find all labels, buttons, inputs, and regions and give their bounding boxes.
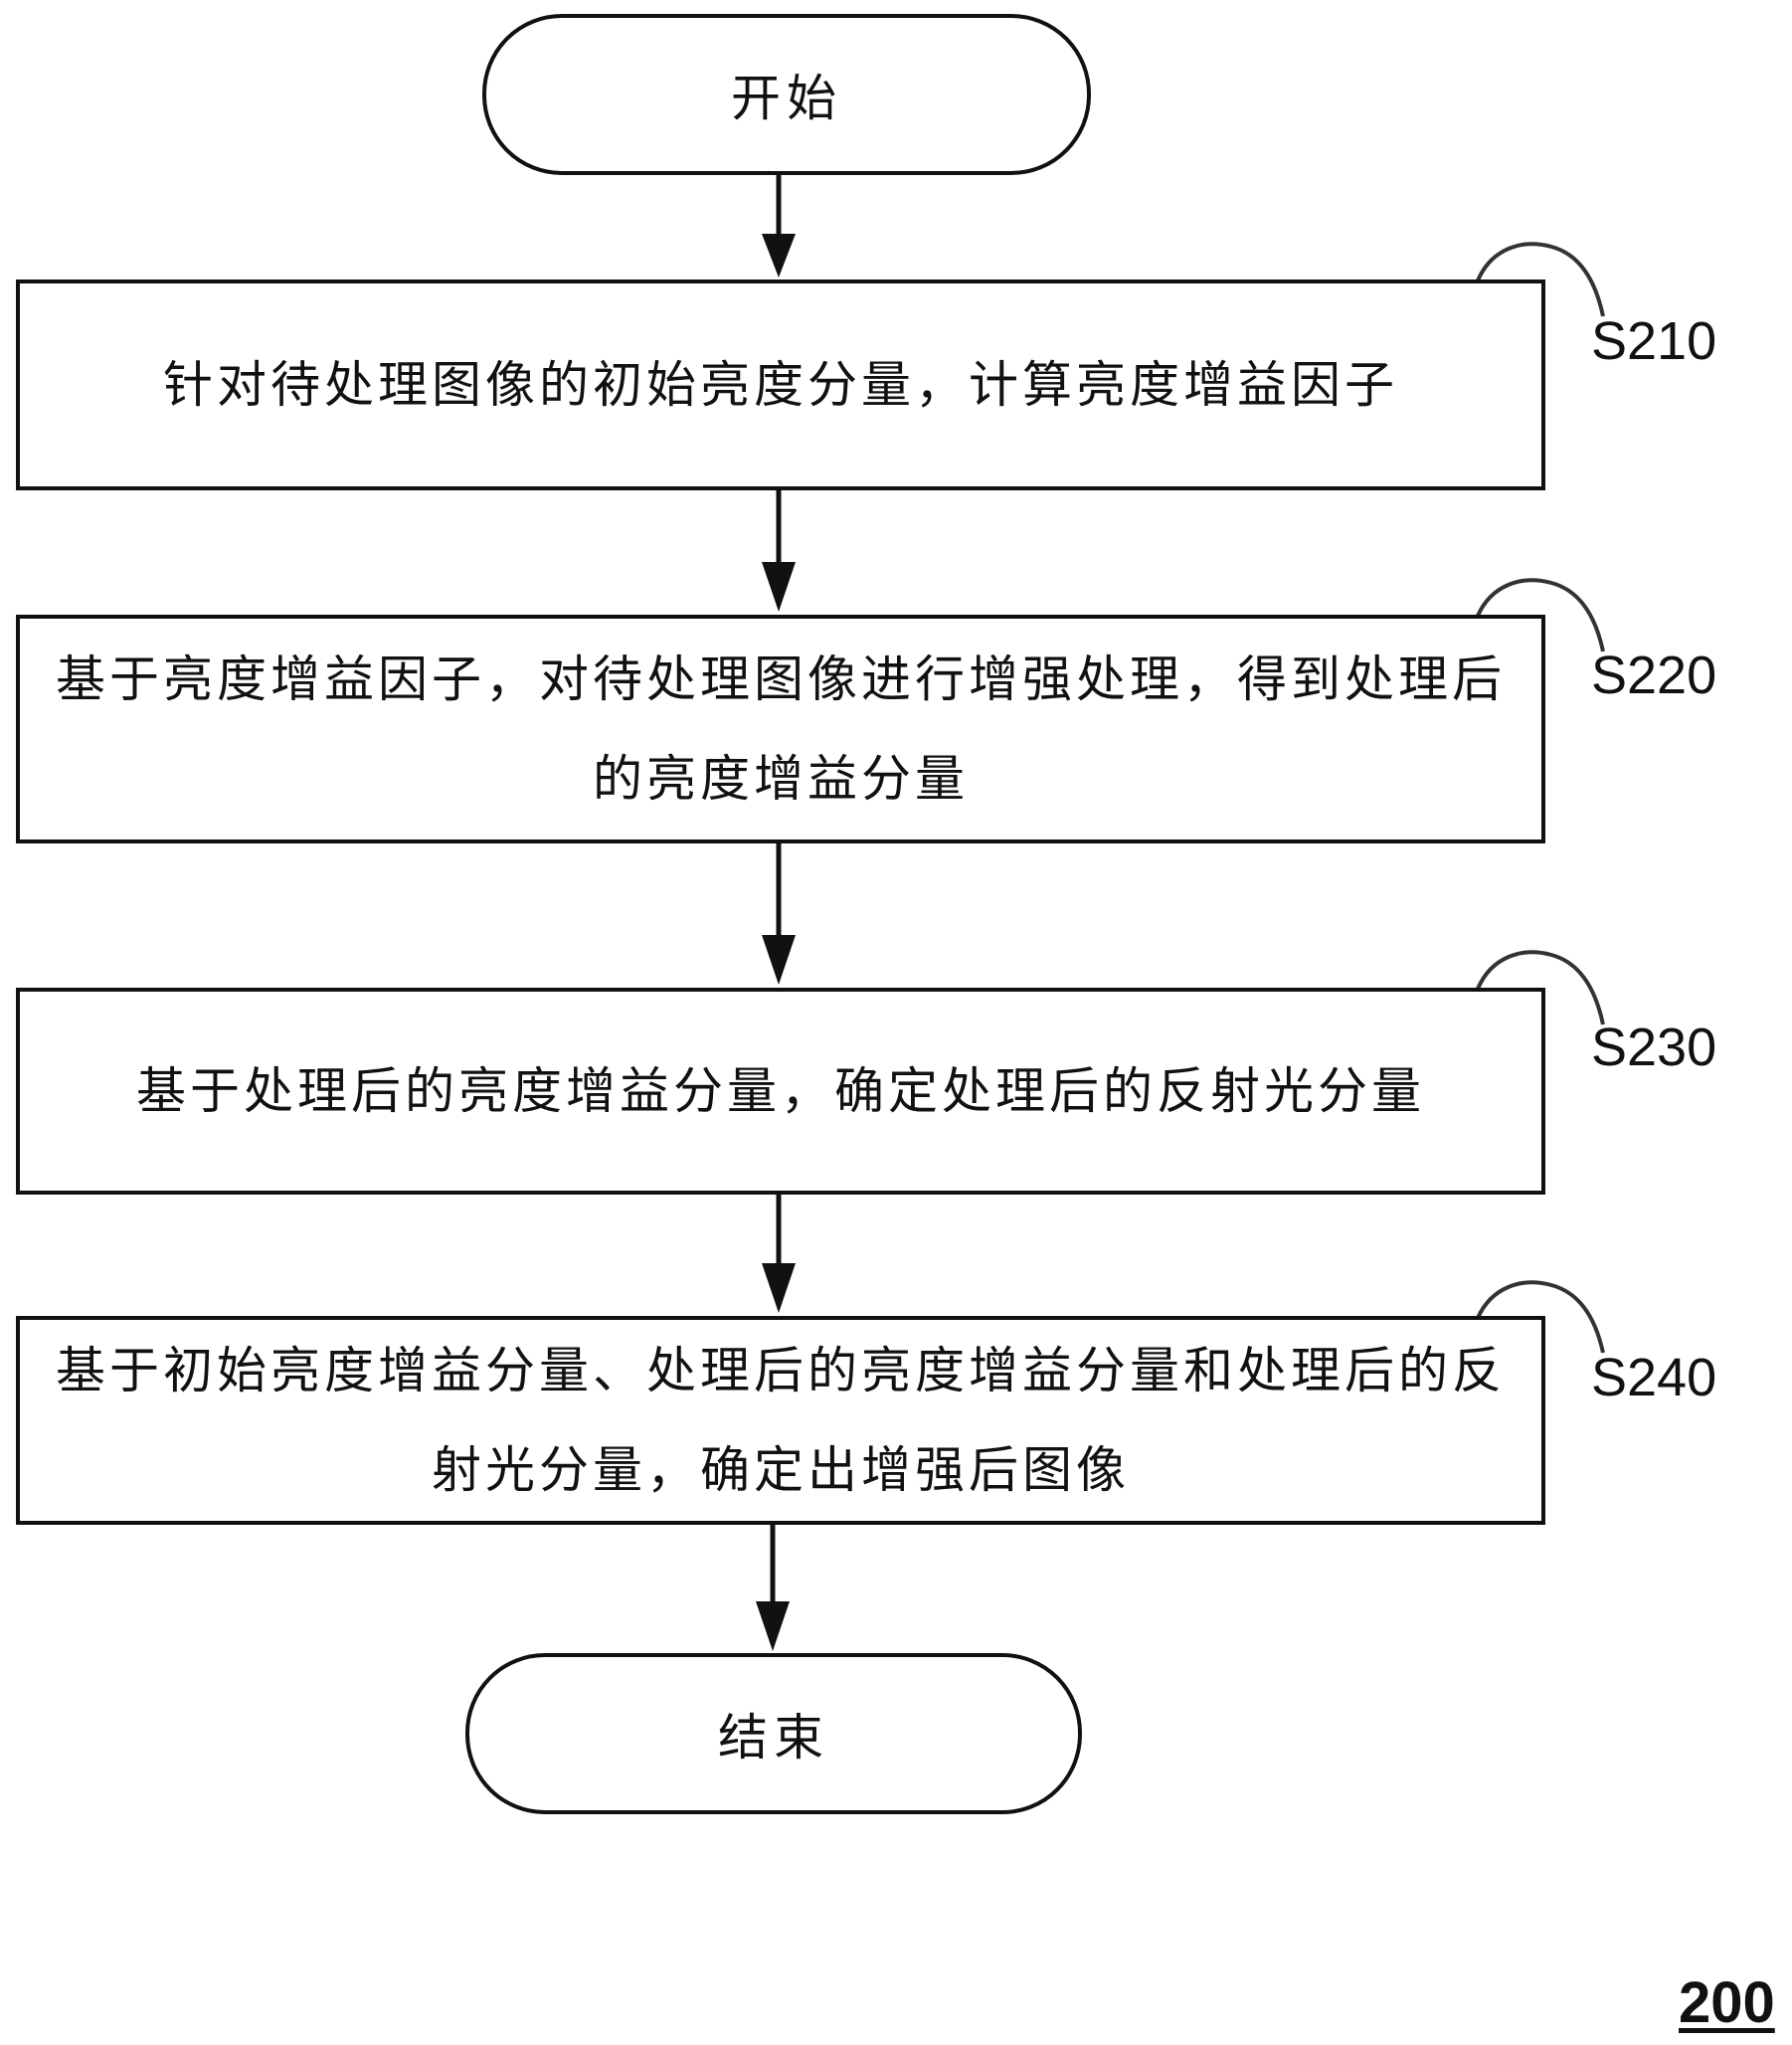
step-text-s240: 基于初始亮度增益分量、处理后的亮度增益分量和处理后的反射光分量，确定出增强后图像 [56, 1342, 1506, 1499]
leader-line-s230 [1476, 950, 1605, 1025]
leader-line-s220 [1476, 578, 1605, 652]
step-text-s210: 针对待处理图像的初始亮度分量，计算亮度增益因子 [163, 356, 1398, 414]
step-box-s220: 基于亮度增益因子，对待处理图像进行增强处理，得到处理后的亮度增益分量 [16, 615, 1545, 843]
step-label-s220: S220 [1591, 646, 1717, 705]
step-text-s230: 基于处理后的亮度增益分量，确定处理后的反射光分量 [136, 1062, 1425, 1120]
leader-line-s240 [1476, 1280, 1605, 1354]
step-label-s240: S240 [1591, 1348, 1717, 1407]
start-node: 开始 [482, 14, 1091, 175]
figure-number: 200 [1679, 1970, 1775, 2035]
end-label: 结束 [718, 1709, 829, 1766]
start-label: 开始 [731, 70, 842, 127]
step-text-s220: 基于亮度增益因子，对待处理图像进行增强处理，得到处理后的亮度增益分量 [56, 651, 1506, 808]
leader-line-s210 [1476, 242, 1605, 317]
step-label-s230: S230 [1591, 1018, 1717, 1077]
step-box-s240: 基于初始亮度增益分量、处理后的亮度增益分量和处理后的反射光分量，确定出增强后图像 [16, 1316, 1545, 1525]
step-box-s210: 针对待处理图像的初始亮度分量，计算亮度增益因子 [16, 279, 1545, 490]
step-label-s210: S210 [1591, 311, 1717, 371]
end-node: 结束 [465, 1653, 1082, 1814]
step-box-s230: 基于处理后的亮度增益分量，确定处理后的反射光分量 [16, 988, 1545, 1195]
